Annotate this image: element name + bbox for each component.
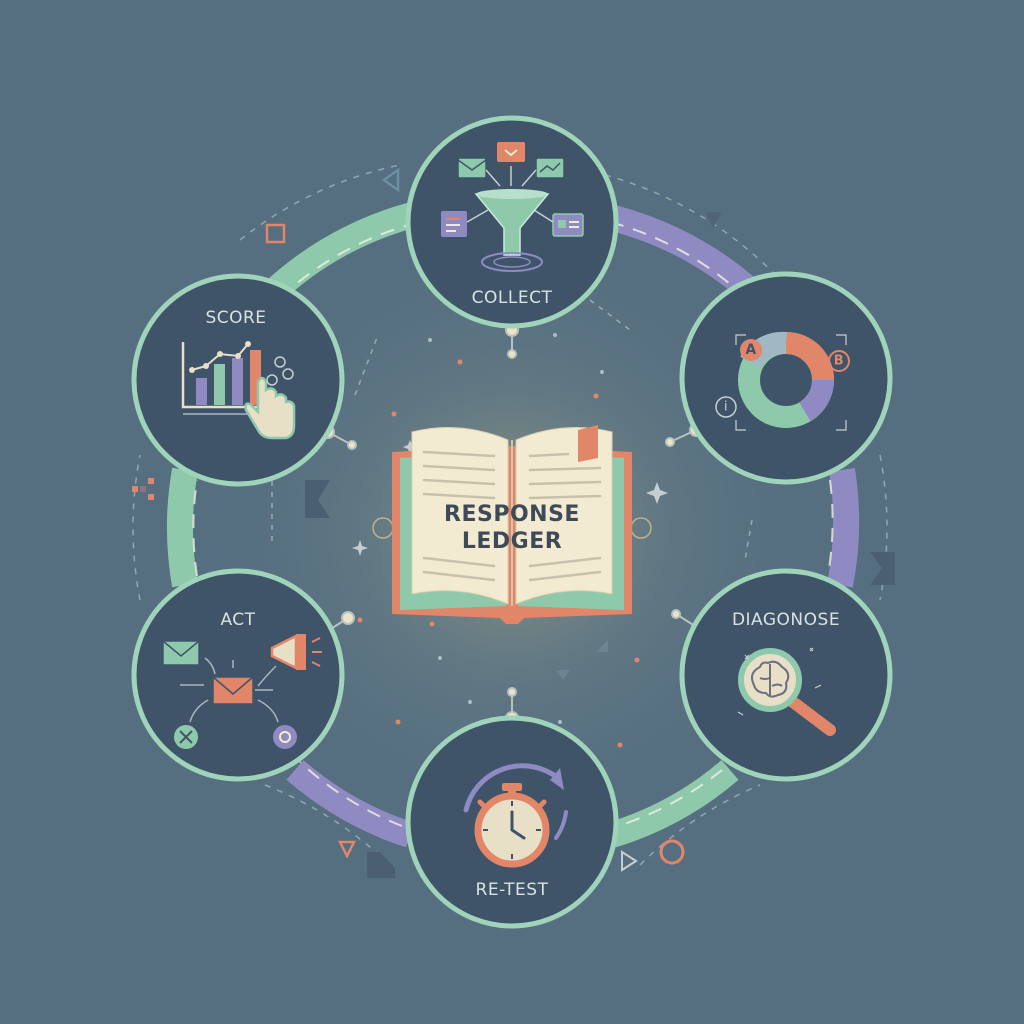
ring-dashes bbox=[192, 221, 834, 827]
ring-arc-analyze-diagnose bbox=[827, 467, 860, 588]
ring-arc-retest-act bbox=[286, 760, 415, 848]
envelope-megaphone-icon bbox=[162, 633, 322, 749]
decorations bbox=[132, 167, 895, 878]
stage-label-act: ACT bbox=[220, 610, 256, 630]
ring-arc-diagnose-retest bbox=[608, 760, 739, 848]
node-act bbox=[131, 568, 345, 782]
inner-flow-arrows bbox=[271, 299, 753, 561]
ring-arc-score-collect bbox=[261, 200, 424, 305]
funnel-icon bbox=[441, 142, 584, 272]
node-analyze bbox=[679, 271, 893, 485]
stage-label-collect: COLLECT bbox=[471, 288, 553, 308]
open-book-icon bbox=[372, 425, 652, 624]
center-title-line2: LEDGER bbox=[461, 529, 563, 554]
stage-label-score: SCORE bbox=[205, 308, 267, 328]
bar-chart-hand-icon bbox=[181, 341, 296, 440]
donut-tag-b: B bbox=[833, 353, 845, 369]
magnifier-brain-icon bbox=[737, 647, 836, 736]
donut-tag-a: A bbox=[745, 342, 757, 358]
stopwatch-icon bbox=[463, 763, 568, 868]
donut-chart-icon bbox=[715, 331, 850, 431]
stage-label-retest: RE-TEST bbox=[475, 880, 549, 900]
ring-arc-act-score bbox=[166, 467, 198, 588]
stage-label-diagnose: DIAGONOSE bbox=[731, 610, 841, 630]
center-title-line1: RESPONSE bbox=[444, 502, 580, 527]
outer-orbit bbox=[132, 164, 888, 866]
center-title: RESPONSE LEDGER bbox=[444, 501, 580, 555]
donut-tag-i: i bbox=[723, 399, 729, 415]
